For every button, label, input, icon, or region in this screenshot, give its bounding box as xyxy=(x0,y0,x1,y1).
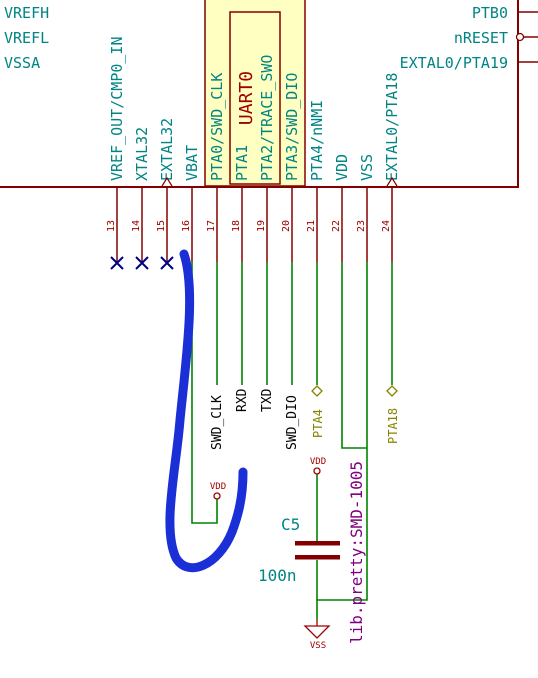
global-label-pta4[interactable]: PTA4 xyxy=(311,409,325,438)
unit-label: UART0 xyxy=(236,71,257,125)
clock-arrow-24 xyxy=(386,176,398,187)
pin-number-21: 21 xyxy=(306,220,317,232)
power-label-vdd-2: VDD xyxy=(310,457,326,467)
pin-inversion-bubble xyxy=(515,32,525,42)
clock-arrow-15 xyxy=(161,176,173,187)
power-label-vdd-1: VDD xyxy=(210,482,226,492)
pin-name-24: EXTAL0/PTA18 xyxy=(383,73,401,181)
pin-name-18: PTA1 xyxy=(233,145,251,181)
pin-name-extal0-pta19: EXTAL0/PTA19 xyxy=(400,54,508,72)
capacitor-plate-top xyxy=(295,541,340,546)
net-label-txd: TXD xyxy=(260,388,275,412)
pin-name-14: XTAL32 xyxy=(133,127,151,181)
no-connect-markers xyxy=(110,256,174,270)
global-label-flag-pta18 xyxy=(386,385,398,397)
pin-name-vssa: VSSA xyxy=(4,54,40,72)
capacitor-c5[interactable] xyxy=(295,541,340,560)
net-label-rxd: RXD xyxy=(235,388,250,412)
capacitor-plate-bottom xyxy=(295,555,340,560)
pin-number-23: 23 xyxy=(356,220,367,232)
wires[interactable] xyxy=(191,262,393,620)
pin-number-20: 20 xyxy=(281,220,292,232)
power-label-vss: VSS xyxy=(310,641,326,651)
net-label-swd-clk: SWD_CLK xyxy=(210,395,225,450)
pin-name-21: PTA4/nNMI xyxy=(308,100,326,181)
capacitor-footprint: lib.pretty:SMD-1005 xyxy=(347,461,366,644)
global-label-flag-pta4 xyxy=(311,385,323,397)
global-label-pta18[interactable]: PTA18 xyxy=(386,408,400,444)
pin-number-18: 18 xyxy=(231,220,242,232)
power-symbol-vss[interactable] xyxy=(303,625,331,639)
pin-number-19: 19 xyxy=(256,220,267,232)
pin-name-19: PTA2/TRACE_SWO xyxy=(258,55,276,181)
capacitor-value: 100n xyxy=(258,566,297,585)
uart-unit-frame xyxy=(229,11,281,185)
pin-number-16: 16 xyxy=(181,220,192,232)
ic-body[interactable] xyxy=(0,0,519,188)
pin-name-22: VDD xyxy=(333,154,351,181)
pin-name-17: PTA0/SWD_CLK xyxy=(208,73,226,181)
pin-name-15: EXTAL32 xyxy=(158,118,176,181)
pin-name-23: VSS xyxy=(358,154,376,181)
uart-highlight-box xyxy=(204,0,306,187)
power-symbol-vdd-1[interactable] xyxy=(213,492,221,500)
power-symbol-vdd-2[interactable] xyxy=(313,467,321,475)
pin-name-16: VBAT xyxy=(183,145,201,181)
pin-number-24: 24 xyxy=(381,220,392,232)
pin-name-ptb0: PTB0 xyxy=(472,4,508,22)
hand-drawn-annotation-stroke xyxy=(165,249,248,573)
pin-number-14: 14 xyxy=(131,220,142,232)
pin-name-nreset: nRESET xyxy=(454,29,508,47)
pin-name-vrefl: VREFL xyxy=(4,29,49,47)
pin-name-20: PTA3/SWD_DIO xyxy=(283,73,301,181)
pin-number-13: 13 xyxy=(106,220,117,232)
pin-name-13: VREF_OUT/CMP0_IN xyxy=(108,37,126,182)
net-label-swd-dio: SWD_DIO xyxy=(285,395,300,450)
pin-number-15: 15 xyxy=(156,220,167,232)
pin-number-22: 22 xyxy=(331,220,342,232)
capacitor-reference: C5 xyxy=(281,515,300,534)
pin-number-17: 17 xyxy=(206,220,217,232)
pin-stubs xyxy=(116,187,393,262)
pin-name-vrefh: VREFH xyxy=(4,4,49,22)
